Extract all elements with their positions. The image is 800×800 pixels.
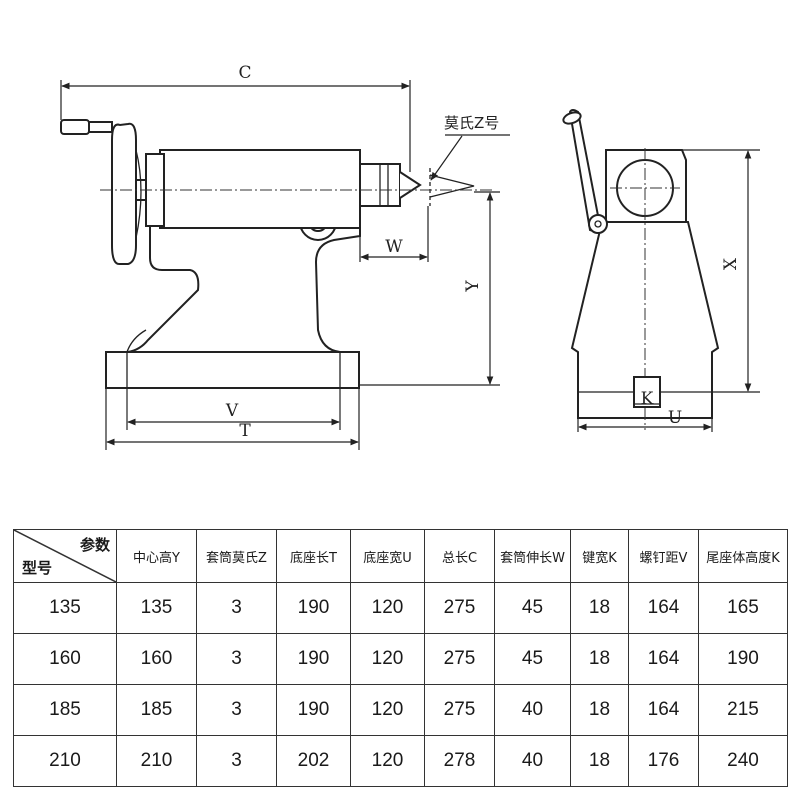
- table-row: 210 210 3 202 120 278 40 18 176 240: [13, 735, 788, 787]
- table-cell: 120: [350, 735, 425, 787]
- handwheel: [111, 122, 137, 266]
- table-cell: 160: [13, 633, 117, 685]
- table-cell: 278: [424, 735, 495, 787]
- table-row: 160 160 3 190 120 275 45 18 164 190: [13, 633, 788, 685]
- table-cell: 3: [196, 735, 277, 787]
- handwheel-handle: [60, 119, 90, 135]
- table-cell: 45: [494, 633, 571, 685]
- table-cell: 3: [196, 582, 277, 634]
- dim-label-Y: Y: [463, 280, 483, 293]
- column-header: 底座宽U: [350, 529, 425, 583]
- table-cell: 190: [276, 633, 351, 685]
- dim-label-W: W: [385, 237, 403, 257]
- table-cell: 3: [196, 633, 277, 685]
- column-header: 套筒莫氏Z: [196, 529, 277, 583]
- table-cell: 210: [116, 735, 197, 787]
- table-cell: 40: [494, 735, 571, 787]
- side-view: C 莫氏Z号 W Y V T: [60, 63, 510, 450]
- table-cell: 190: [698, 633, 788, 685]
- table-cell: 18: [570, 735, 629, 787]
- corner-label-params: 参数: [79, 536, 110, 554]
- column-header: 键宽K: [570, 529, 629, 583]
- table-cell: 135: [116, 582, 197, 634]
- table-cell: 190: [276, 582, 351, 634]
- table-cell: 18: [570, 582, 629, 634]
- tailstock-drawing: C 莫氏Z号 W Y V T: [60, 63, 760, 450]
- spec-table: 参数 型号 中心高Y 套筒莫氏Z 底座长T 底座宽U 总长C 套筒伸长W 键宽K…: [13, 529, 788, 787]
- table-cell: 164: [628, 633, 699, 685]
- dim-label-T: T: [239, 421, 251, 441]
- table-cell: 165: [698, 582, 788, 634]
- dim-label-K: K: [641, 389, 654, 409]
- table-cell: 135: [13, 582, 117, 634]
- table-cell: 160: [116, 633, 197, 685]
- base-plate: [105, 351, 360, 389]
- table-cell: 164: [628, 684, 699, 736]
- dim-label-C: C: [238, 63, 251, 83]
- column-header: 套筒伸长W: [494, 529, 571, 583]
- key-slot: [633, 376, 661, 408]
- table-cell: 40: [494, 684, 571, 736]
- dim-label-U: U: [668, 408, 682, 428]
- table-cell: 275: [424, 633, 495, 685]
- table-cell: 240: [698, 735, 788, 787]
- dim-label-V: V: [225, 401, 239, 421]
- tailstock-body: [127, 199, 361, 353]
- table-cell: 18: [570, 633, 629, 685]
- table-cell: 275: [424, 582, 495, 634]
- table-cell: 202: [276, 735, 351, 787]
- table-corner-cell: 参数 型号: [13, 529, 117, 583]
- table-row: 135 135 3 190 120 275 45 18 164 165: [13, 582, 788, 634]
- column-header: 中心高Y: [116, 529, 197, 583]
- column-header: 螺钉距V: [628, 529, 699, 583]
- table-cell: 120: [350, 582, 425, 634]
- column-header: 尾座体高度K: [698, 529, 788, 583]
- table-cell: 210: [13, 735, 117, 787]
- column-header: 底座长T: [276, 529, 351, 583]
- dim-label-X: X: [721, 257, 741, 270]
- locking-lever: [568, 109, 602, 234]
- table-header-row: 参数 型号 中心高Y 套筒莫氏Z 底座长T 底座宽U 总长C 套筒伸长W 键宽K…: [13, 529, 788, 583]
- column-header: 总长C: [424, 529, 495, 583]
- table-row: 185 185 3 190 120 275 40 18 164 215: [13, 684, 788, 736]
- table-cell: 120: [350, 633, 425, 685]
- morse-label: 莫氏Z号: [444, 114, 499, 132]
- table-cell: 120: [350, 684, 425, 736]
- table-cell: 45: [494, 582, 571, 634]
- table-cell: 215: [698, 684, 788, 736]
- table-cell: 164: [628, 582, 699, 634]
- quill-housing: [159, 149, 361, 229]
- table-cell: 185: [13, 684, 117, 736]
- corner-label-model: 型号: [22, 559, 53, 577]
- table-cell: 190: [276, 684, 351, 736]
- table-cell: 275: [424, 684, 495, 736]
- table-cell: 185: [116, 684, 197, 736]
- table-cell: 3: [196, 684, 277, 736]
- end-view: K X U: [562, 109, 760, 432]
- table-cell: 176: [628, 735, 699, 787]
- table-cell: 18: [570, 684, 629, 736]
